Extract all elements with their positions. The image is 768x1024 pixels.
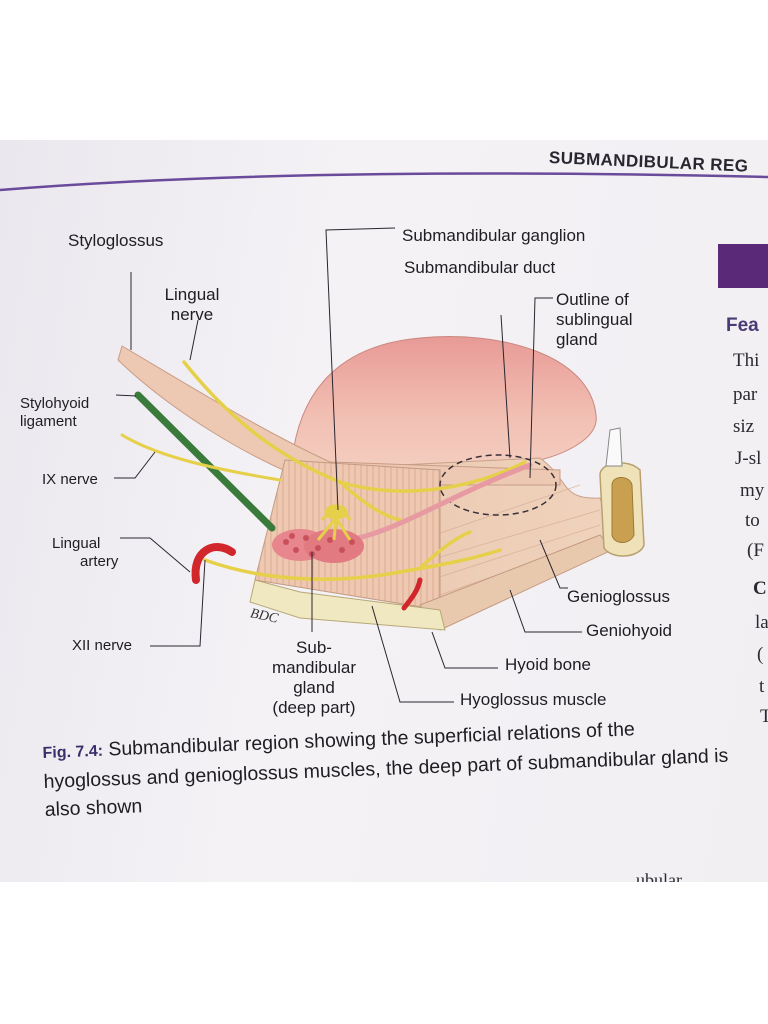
side-line: t bbox=[759, 676, 765, 697]
hyoid-bone bbox=[249, 579, 446, 631]
label-submandibular-ganglion: Submandibular ganglion bbox=[402, 226, 586, 245]
label-lingual-artery: Lingual artery bbox=[52, 535, 119, 570]
label-hyoid-bone: Hyoid bone bbox=[505, 655, 592, 674]
anatomy-diagram bbox=[114, 227, 645, 703]
submandibular-ganglion bbox=[316, 504, 352, 541]
sublingual-outline bbox=[439, 454, 557, 516]
side-heading: Fea bbox=[726, 315, 759, 336]
label-styloglossus: Styloglossus bbox=[68, 231, 164, 250]
label-stylohyoid-ligament: Stylohyoid ligament bbox=[20, 395, 90, 430]
stylohyoid-ligament bbox=[134, 391, 276, 532]
side-line: (F bbox=[747, 540, 764, 561]
side-line: C bbox=[753, 578, 767, 599]
side-line: la bbox=[755, 612, 768, 633]
side-line: ( bbox=[757, 644, 764, 665]
book-page: SUBMANDIBULAR REG bbox=[0, 140, 768, 882]
label-geniohyoid: Geniohyoid bbox=[586, 621, 673, 640]
side-line: to bbox=[745, 510, 760, 531]
footer-fragment: ubular bbox=[636, 870, 682, 882]
label-outline-sublingual: Outline of sublingual gland bbox=[556, 290, 633, 349]
xii-nerve bbox=[203, 530, 502, 581]
submandibular-duct bbox=[347, 462, 533, 543]
tongue-dorsum bbox=[291, 336, 597, 486]
side-line: par bbox=[733, 384, 758, 405]
label-ix-nerve: IX nerve bbox=[42, 471, 98, 488]
side-line: siz bbox=[733, 416, 755, 437]
header-rule bbox=[0, 172, 768, 192]
label-submandibular-gland-deep: Sub- mandibular gland (deep part) bbox=[271, 638, 357, 717]
side-line: T bbox=[760, 706, 768, 727]
side-line: my bbox=[740, 480, 765, 501]
lingual-artery bbox=[191, 543, 236, 584]
label-submandibular-duct: Submandibular duct bbox=[404, 258, 556, 277]
side-line: J-sl bbox=[735, 448, 762, 469]
label-hyoglossus-muscle: Hyoglossus muscle bbox=[460, 690, 607, 709]
label-genioglossus: Genioglossus bbox=[567, 587, 671, 606]
side-tab bbox=[718, 244, 768, 288]
ix-nerve bbox=[120, 433, 282, 482]
label-lingual-nerve: Lingual nerve bbox=[164, 285, 220, 324]
side-column: Fea Thi par siz J-sl my to (F C la ( t T… bbox=[0, 140, 768, 882]
label-xii-nerve: XII nerve bbox=[72, 637, 133, 654]
lingual-nerve bbox=[182, 360, 527, 522]
side-line: Thi bbox=[733, 350, 760, 371]
